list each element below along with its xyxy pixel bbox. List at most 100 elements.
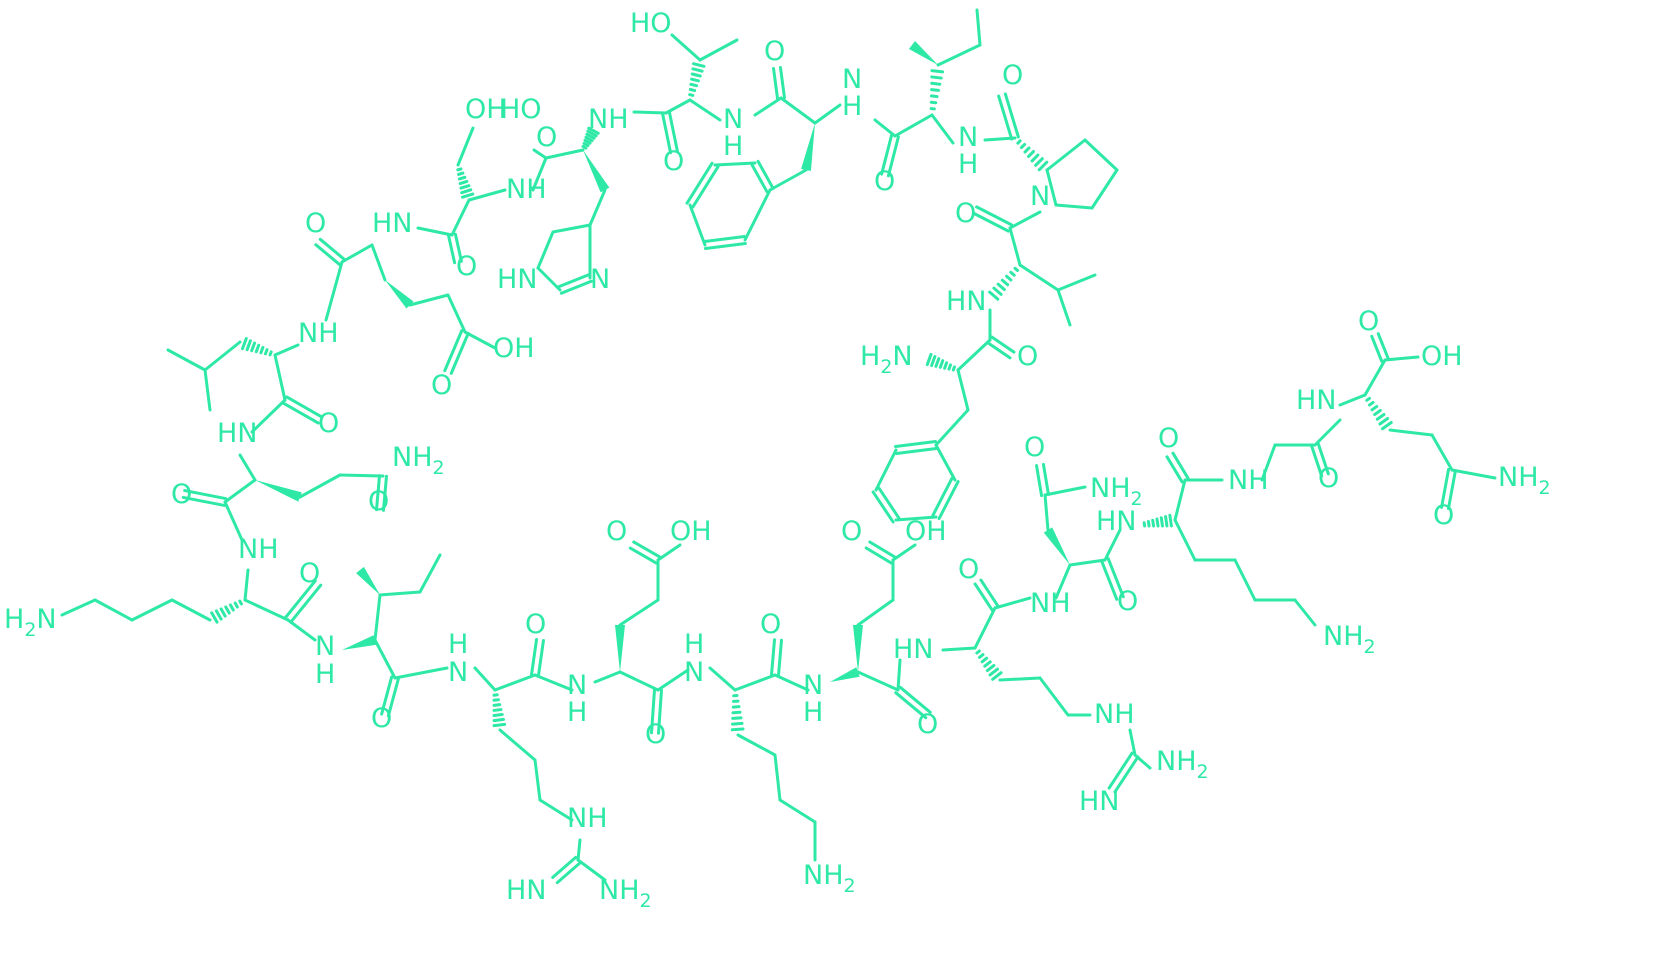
atom-label-leu_nh: NH	[298, 318, 339, 349]
single-bond	[446, 293, 467, 334]
double-bond	[181, 495, 226, 507]
hash-bond	[214, 609, 223, 621]
double-bond	[380, 675, 394, 716]
single-bond	[533, 758, 542, 802]
hash-bond	[492, 703, 502, 707]
single-bond	[538, 798, 574, 822]
double-bond	[381, 474, 388, 512]
single-bond	[1313, 418, 1342, 447]
single-bond	[203, 340, 242, 372]
hash-bond	[585, 132, 596, 140]
atom-label-ile1_h: H	[842, 91, 862, 122]
atom-label-asn_o: O	[1117, 586, 1138, 617]
hash-bond	[460, 188, 473, 195]
double-bond	[931, 476, 954, 517]
double-bond	[314, 243, 342, 267]
single-bond	[418, 553, 442, 594]
atom-label-glu2_acid_oh: OH	[670, 516, 712, 547]
single-bond	[873, 118, 897, 138]
hash-bond	[459, 184, 471, 190]
wedge-bond	[830, 667, 860, 682]
single-bond	[378, 590, 422, 597]
single-bond	[551, 223, 592, 234]
atom-label-lys3_o: O	[1158, 423, 1179, 454]
double-bond	[894, 440, 938, 449]
hash-bond	[586, 129, 598, 138]
hash-bond	[492, 698, 500, 702]
double-bond	[1171, 451, 1190, 480]
hash-bond	[1030, 153, 1040, 163]
atom-label-arg2_nh: NH	[1094, 699, 1135, 730]
atom-label-glu1_nh: HN	[372, 208, 413, 239]
hash-bond	[1005, 274, 1013, 282]
hash-bond	[238, 599, 243, 606]
single-bond	[243, 598, 290, 622]
atom-label-gln2_amide_o: O	[1433, 500, 1454, 531]
double-bond	[756, 159, 775, 190]
single-bond	[779, 96, 817, 125]
atom-label-ser_nh: NH	[506, 174, 547, 205]
atom-label-ser_o: O	[456, 251, 477, 282]
hash-bond	[457, 171, 465, 176]
single-bond	[733, 673, 777, 692]
single-bond	[1338, 393, 1367, 407]
single-bond	[203, 368, 212, 412]
hash-bond	[1381, 421, 1393, 431]
atom-label-gly_o: O	[1318, 463, 1339, 494]
atom-label-glu3_o: O	[917, 709, 938, 740]
double-bond	[289, 583, 323, 624]
single-bond	[1293, 598, 1317, 627]
hash-bond	[241, 337, 248, 351]
double-bond	[453, 232, 463, 263]
atom-label-ile2_o: O	[371, 703, 392, 734]
hash-bond	[583, 138, 592, 145]
atom-label-glu3_h: H	[803, 697, 823, 728]
single-bond	[533, 673, 574, 692]
wedge-bond	[908, 41, 938, 65]
hash-bond	[1378, 416, 1390, 426]
double-bond	[877, 486, 901, 520]
double-bond	[283, 579, 317, 620]
double-bond	[1446, 469, 1457, 511]
hash-bond	[224, 605, 231, 615]
single-bond	[934, 443, 957, 482]
single-bond	[893, 113, 934, 138]
hash-bond	[1037, 160, 1049, 172]
hash-bond	[691, 67, 704, 73]
hash-bond	[988, 290, 1000, 301]
double-bond	[1165, 455, 1184, 484]
atom-label-phe2_h2n: H2N	[860, 341, 913, 378]
hash-bond	[930, 75, 943, 80]
single-bond	[618, 670, 660, 692]
single-bond	[973, 606, 997, 650]
single-bond	[408, 293, 450, 307]
single-bond	[743, 188, 772, 242]
hash-bond	[689, 82, 699, 88]
atom-label-pro_h: H	[958, 149, 978, 180]
single-bond	[536, 230, 555, 270]
single-bond	[450, 198, 471, 237]
single-bond	[1054, 563, 1072, 600]
hash-bond	[991, 671, 1003, 681]
atom-label-leu_o: O	[318, 408, 339, 439]
double-bond	[386, 677, 400, 718]
atom-label-arg1_o: O	[525, 609, 546, 640]
double-bond	[685, 161, 714, 205]
atom-label-thr_ho: HO	[630, 8, 672, 39]
single-bond	[975, 8, 982, 47]
atom-label-gln1_o: O	[171, 479, 192, 510]
atom-label-glu1_acid_oh: OH	[493, 333, 535, 364]
single-bond	[1260, 443, 1277, 482]
double-bond	[750, 163, 769, 194]
single-bond	[1054, 203, 1094, 210]
double-bond	[975, 205, 1014, 227]
atom-label-his_o: O	[536, 122, 557, 153]
hash-bond	[925, 352, 933, 367]
hash-bond	[1168, 513, 1173, 528]
atom-label-pro_ring_n: N	[1030, 181, 1050, 212]
single-bond	[498, 728, 537, 762]
hash-bond	[582, 141, 590, 148]
single-bond	[670, 33, 702, 62]
atom-label-ile2_h: H	[315, 659, 335, 690]
hash-bond	[731, 716, 743, 720]
